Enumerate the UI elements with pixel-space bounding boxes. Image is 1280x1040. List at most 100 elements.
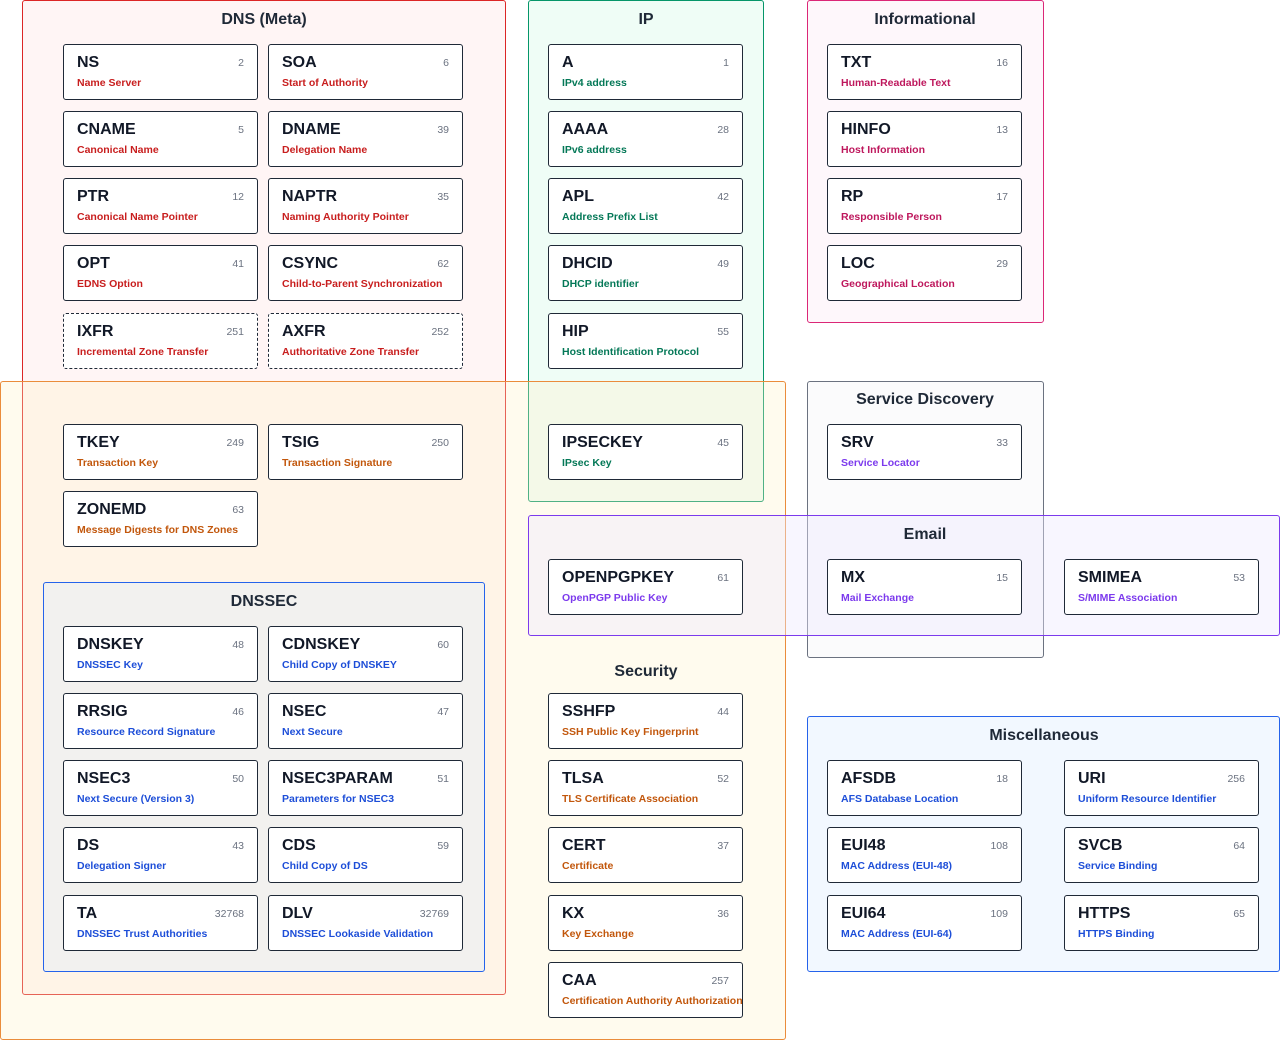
record-number: 65	[1233, 908, 1245, 920]
record-number: 59	[437, 840, 449, 852]
record-description: Service Locator	[841, 457, 920, 469]
record-number: 61	[717, 572, 729, 584]
record-description: Certificate	[562, 860, 614, 872]
record-name: ZONEMD	[77, 501, 147, 518]
record-description: Transaction Key	[77, 457, 159, 469]
record-card-nsec3: NSEC3 50 Next Secure (Version 3)	[63, 760, 258, 816]
record-card-dlv: DLV 32769 DNSSEC Lookaside Validation	[268, 895, 463, 951]
record-description: Resource Record Signature	[77, 726, 216, 738]
group-title-informational: Informational	[874, 11, 976, 28]
record-description: Human-Readable Text	[841, 77, 951, 89]
record-number: 5	[238, 124, 244, 136]
record-card-axfr: AXFR 252 Authoritative Zone Transfer	[268, 313, 463, 369]
record-card-tkey: TKEY 249 Transaction Key	[63, 424, 258, 480]
record-description: DHCP identifier	[562, 278, 639, 290]
record-card-loc: LOC 29 Geographical Location	[827, 245, 1022, 301]
record-number: 32769	[419, 908, 449, 920]
record-number: 33	[996, 437, 1008, 449]
record-number: 62	[437, 258, 449, 270]
record-name: DNAME	[282, 121, 341, 138]
record-name: DS	[77, 837, 100, 854]
record-card-dnskey: DNSKEY 48 DNSSEC Key	[63, 626, 258, 682]
record-card-naptr: NAPTR 35 Naming Authority Pointer	[268, 178, 463, 234]
record-number: 50	[232, 773, 244, 785]
record-description: Incremental Zone Transfer	[77, 346, 209, 358]
record-description: IPsec Key	[562, 457, 612, 469]
group-title-security: Security	[614, 663, 678, 680]
record-description: AFS Database Location	[841, 793, 959, 805]
record-card-ta: TA 32768 DNSSEC Trust Authorities	[63, 895, 258, 951]
record-description: Parameters for NSEC3	[282, 793, 395, 805]
record-card-mx: MX 15 Mail Exchange	[827, 559, 1022, 615]
record-name: RP	[841, 188, 864, 205]
record-number: 63	[232, 504, 244, 516]
record-card-uri: URI 256 Uniform Resource Identifier	[1064, 760, 1259, 816]
record-name: SRV	[841, 434, 874, 451]
record-name: APL	[562, 188, 594, 205]
record-description: HTTPS Binding	[1078, 928, 1155, 940]
record-name: SSHFP	[562, 703, 616, 720]
record-description: Naming Authority Pointer	[282, 211, 409, 223]
record-card-eui64: EUI64 109 MAC Address (EUI-64)	[827, 895, 1022, 951]
record-name: OPENPGPKEY	[562, 569, 675, 586]
record-card-dhcid: DHCID 49 DHCP identifier	[548, 245, 743, 301]
record-name: TSIG	[282, 434, 320, 451]
record-name: LOC	[841, 255, 875, 272]
record-card-ptr: PTR 12 Canonical Name Pointer	[63, 178, 258, 234]
record-card-kx: KX 36 Key Exchange	[548, 895, 743, 951]
record-name: IPSECKEY	[562, 434, 643, 451]
record-description: Child-to-Parent Synchronization	[282, 278, 443, 290]
record-number: 41	[232, 258, 244, 270]
record-description: TLS Certificate Association	[562, 793, 699, 805]
record-card-nsec: NSEC 47 Next Secure	[268, 693, 463, 749]
record-number: 109	[990, 908, 1008, 920]
group-title-dns-meta: DNS (Meta)	[221, 11, 307, 28]
record-name: TA	[77, 905, 98, 922]
record-name: HINFO	[841, 121, 891, 138]
record-card-aaaa: AAAA 28 IPv6 address	[548, 111, 743, 167]
record-number: 60	[437, 639, 449, 651]
record-number: 49	[717, 258, 729, 270]
group-title-misc: Miscellaneous	[989, 727, 1099, 744]
record-description: Canonical Name Pointer	[77, 211, 198, 223]
record-number: 108	[990, 840, 1008, 852]
record-description: Host Information	[841, 144, 925, 156]
record-name: AFSDB	[841, 770, 897, 787]
record-number: 257	[711, 975, 729, 987]
record-card-zonemd: ZONEMD 63 Message Digests for DNS Zones	[63, 491, 258, 547]
record-name: PTR	[77, 188, 109, 205]
record-card-openpgpkey: OPENPGPKEY 61 OpenPGP Public Key	[548, 559, 743, 615]
record-card-hinfo: HINFO 13 Host Information	[827, 111, 1022, 167]
record-number: 45	[717, 437, 729, 449]
record-number: 29	[996, 258, 1008, 270]
record-name: HIP	[562, 323, 589, 340]
record-card-smimea: SMIMEA 53 S/MIME Association	[1064, 559, 1259, 615]
record-name: EUI48	[841, 837, 886, 854]
record-card-opt: OPT 41 EDNS Option	[63, 245, 258, 301]
record-card-a: A 1 IPv4 address	[548, 44, 743, 100]
record-name: SMIMEA	[1078, 569, 1142, 586]
record-number: 18	[996, 773, 1008, 785]
record-card-rrsig: RRSIG 46 Resource Record Signature	[63, 693, 258, 749]
record-name: SOA	[282, 54, 317, 71]
record-description: IPv4 address	[562, 77, 627, 89]
record-card-tsig: TSIG 250 Transaction Signature	[268, 424, 463, 480]
group-title-dnssec: DNSSEC	[230, 593, 298, 610]
record-description: Child Copy of DNSKEY	[282, 659, 397, 671]
record-description: Authoritative Zone Transfer	[282, 346, 420, 358]
record-card-https: HTTPS 65 HTTPS Binding	[1064, 895, 1259, 951]
record-name: TXT	[841, 54, 872, 71]
record-description: Certification Authority Authorization	[562, 995, 743, 1007]
record-name: CNAME	[77, 121, 136, 138]
record-number: 39	[437, 124, 449, 136]
record-name: A	[562, 54, 574, 71]
record-card-rp: RP 17 Responsible Person	[827, 178, 1022, 234]
record-name: NSEC3PARAM	[282, 770, 393, 787]
record-card-csync: CSYNC 62 Child-to-Parent Synchronization	[268, 245, 463, 301]
record-card-afsdb: AFSDB 18 AFS Database Location	[827, 760, 1022, 816]
record-number: 250	[431, 437, 449, 449]
record-number: 17	[996, 191, 1008, 203]
record-description: Name Server	[77, 77, 142, 89]
record-number: 47	[437, 706, 449, 718]
record-description: Canonical Name	[77, 144, 159, 156]
